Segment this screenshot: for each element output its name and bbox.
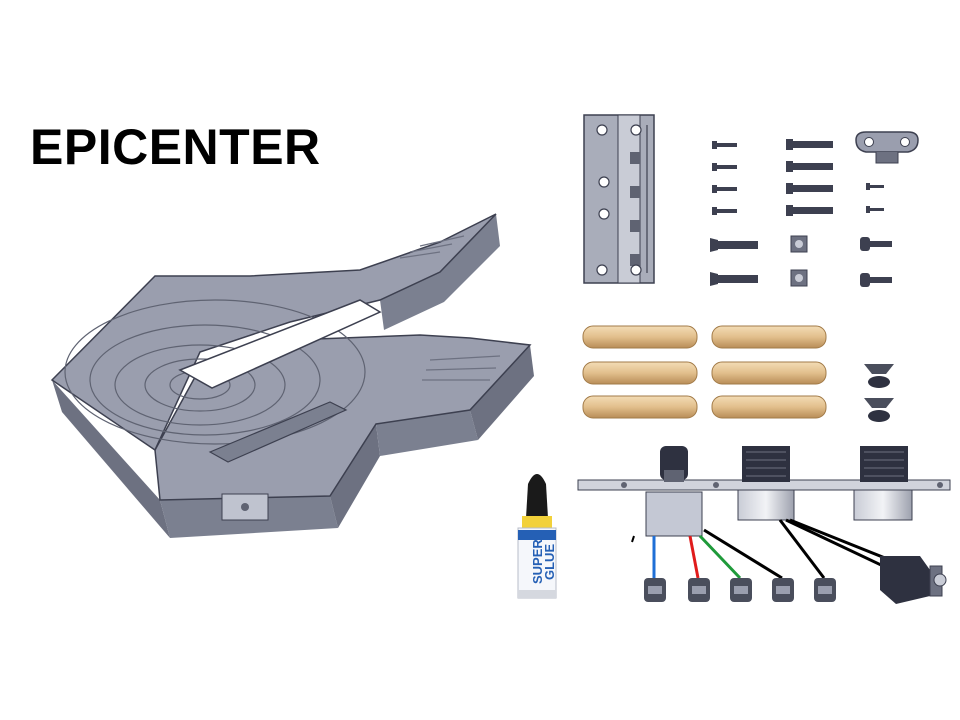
pan-head-screw-column	[860, 237, 892, 287]
strap-bracket	[855, 131, 919, 164]
wood-screw-column	[786, 139, 833, 216]
volume-knob	[737, 446, 795, 521]
machine-bolt-column	[710, 238, 758, 286]
wiring-harness	[631, 518, 901, 580]
wire-connector-row	[644, 578, 836, 602]
hinge-part	[583, 114, 655, 284]
toggle-switch	[645, 446, 703, 537]
output-jack	[880, 556, 947, 604]
tone-knob	[853, 446, 913, 521]
small-screw-column	[712, 141, 737, 215]
guitar-body-shell	[50, 213, 534, 538]
page-title: EPICENTER	[30, 119, 321, 175]
glue-label-line1: SUPER	[530, 539, 545, 584]
square-nut-pair	[790, 235, 808, 287]
glue-label-line2: GLUE	[542, 544, 557, 580]
screw-set	[710, 139, 892, 287]
super-glue-tube: SUPER GLUE	[517, 474, 557, 599]
wooden-dowel-set	[582, 325, 827, 419]
control-plate	[577, 446, 951, 537]
strap-button-pair	[864, 364, 894, 422]
